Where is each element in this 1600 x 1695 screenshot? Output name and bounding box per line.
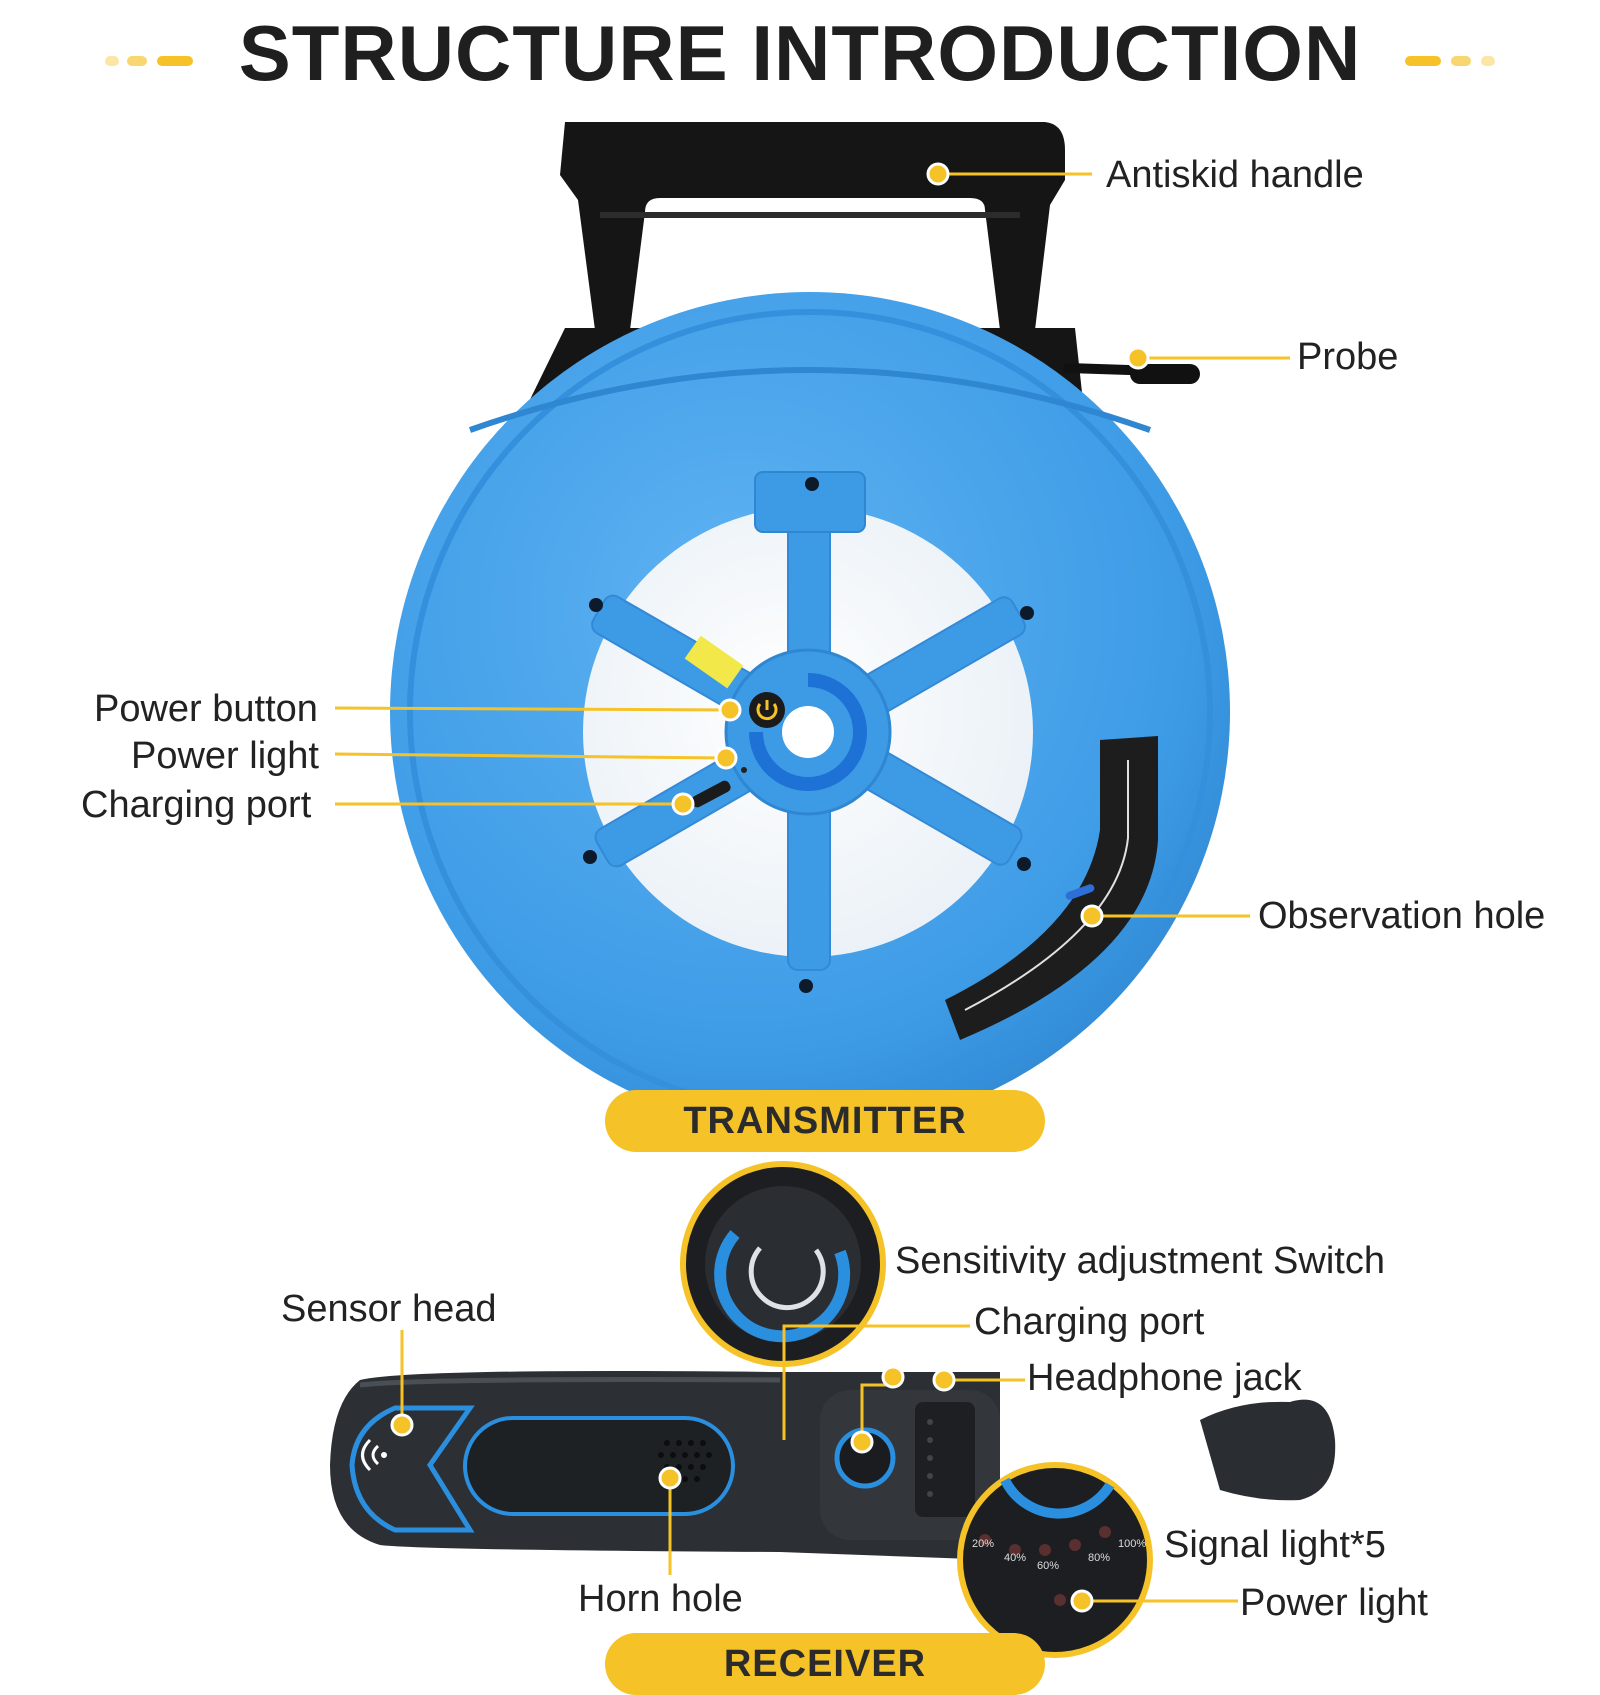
signal-level-100: 100% bbox=[1118, 1538, 1147, 1550]
label-horn-hole: Horn hole bbox=[578, 1578, 743, 1620]
label-power-button: Power button bbox=[94, 688, 318, 730]
signal-zoom bbox=[957, 1462, 1153, 1658]
observation-window bbox=[945, 736, 1158, 1040]
wifi-icon bbox=[361, 1438, 380, 1472]
probe-shape bbox=[1063, 363, 1200, 384]
label-signal-light: Signal light*5 bbox=[1164, 1524, 1386, 1566]
signal-level-60: 60% bbox=[1037, 1560, 1060, 1572]
label-receiver-charging-port: Charging port bbox=[974, 1301, 1205, 1343]
label-charging-port: Charging port bbox=[81, 784, 312, 826]
label-observation-hole: Observation hole bbox=[1258, 895, 1546, 937]
title-decoration-right bbox=[1405, 56, 1495, 66]
label-power-light: Power light bbox=[131, 735, 319, 777]
receiver-illustration bbox=[330, 1161, 1336, 1658]
label-sensitivity-switch: Sensitivity adjustment Switch bbox=[895, 1240, 1385, 1282]
label-sensor-head: Sensor head bbox=[281, 1288, 497, 1330]
title-decoration-left bbox=[105, 56, 195, 66]
receiver-badge: RECEIVER bbox=[605, 1633, 1045, 1695]
label-receiver-power-light: Power light bbox=[1240, 1582, 1428, 1624]
label-probe: Probe bbox=[1297, 336, 1399, 378]
label-antiskid-handle: Antiskid handle bbox=[1106, 154, 1364, 196]
signal-level-20: 20% bbox=[972, 1538, 995, 1550]
transmitter-illustration bbox=[390, 122, 1230, 1132]
page-title: STRUCTURE INTRODUCTION bbox=[238, 9, 1362, 97]
bolt-holes bbox=[583, 477, 1034, 993]
transmitter-badge: TRANSMITTER bbox=[605, 1090, 1045, 1152]
signal-level-80: 80% bbox=[1088, 1552, 1111, 1564]
label-headphone-jack: Headphone jack bbox=[1027, 1357, 1302, 1399]
signal-level-40: 40% bbox=[1004, 1552, 1027, 1564]
